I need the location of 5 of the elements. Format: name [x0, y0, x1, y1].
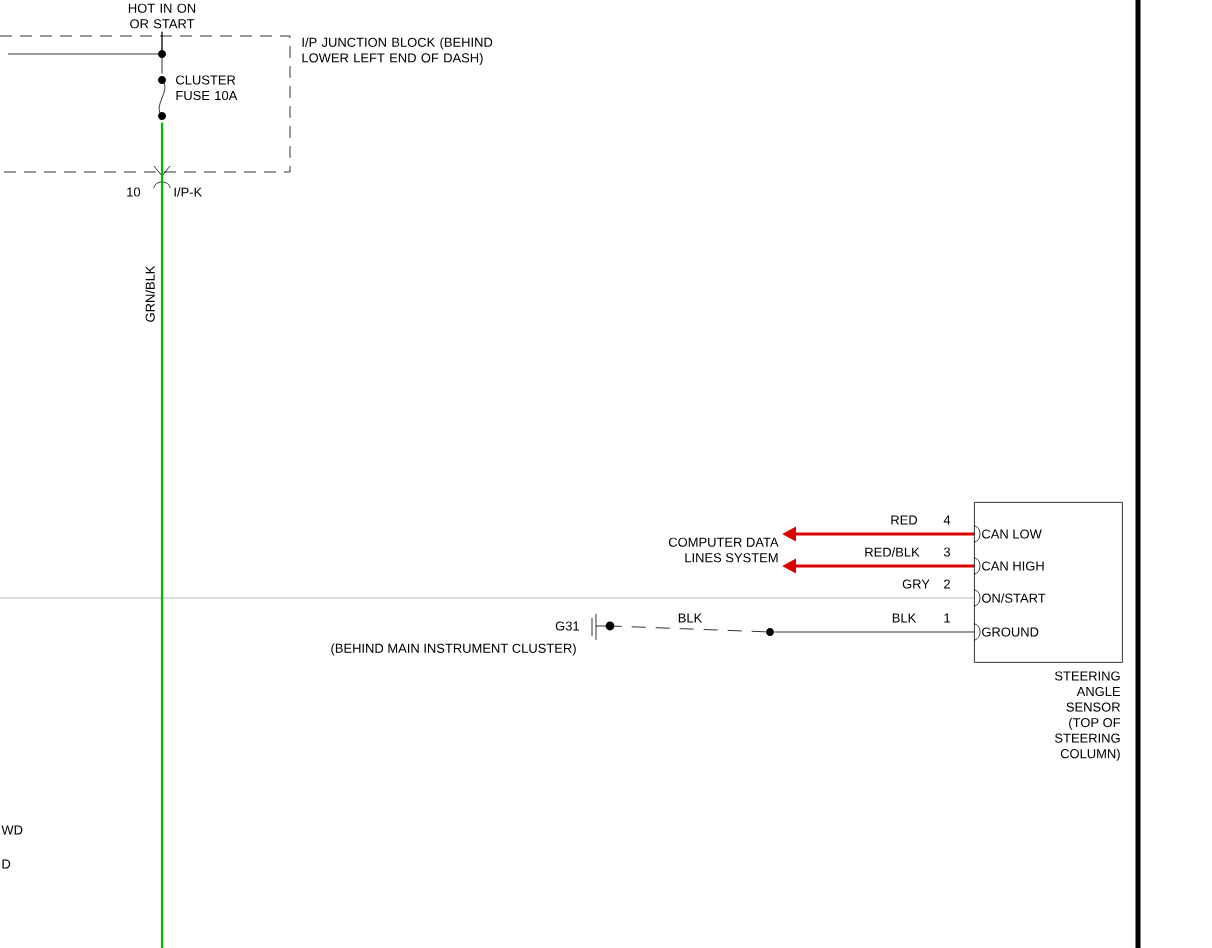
wire: [774, 631, 975, 633]
wire: [7, 31, 163, 55]
wire: [0, 597, 975, 599]
wire: [160, 122, 164, 948]
wire: [609, 625, 766, 633]
